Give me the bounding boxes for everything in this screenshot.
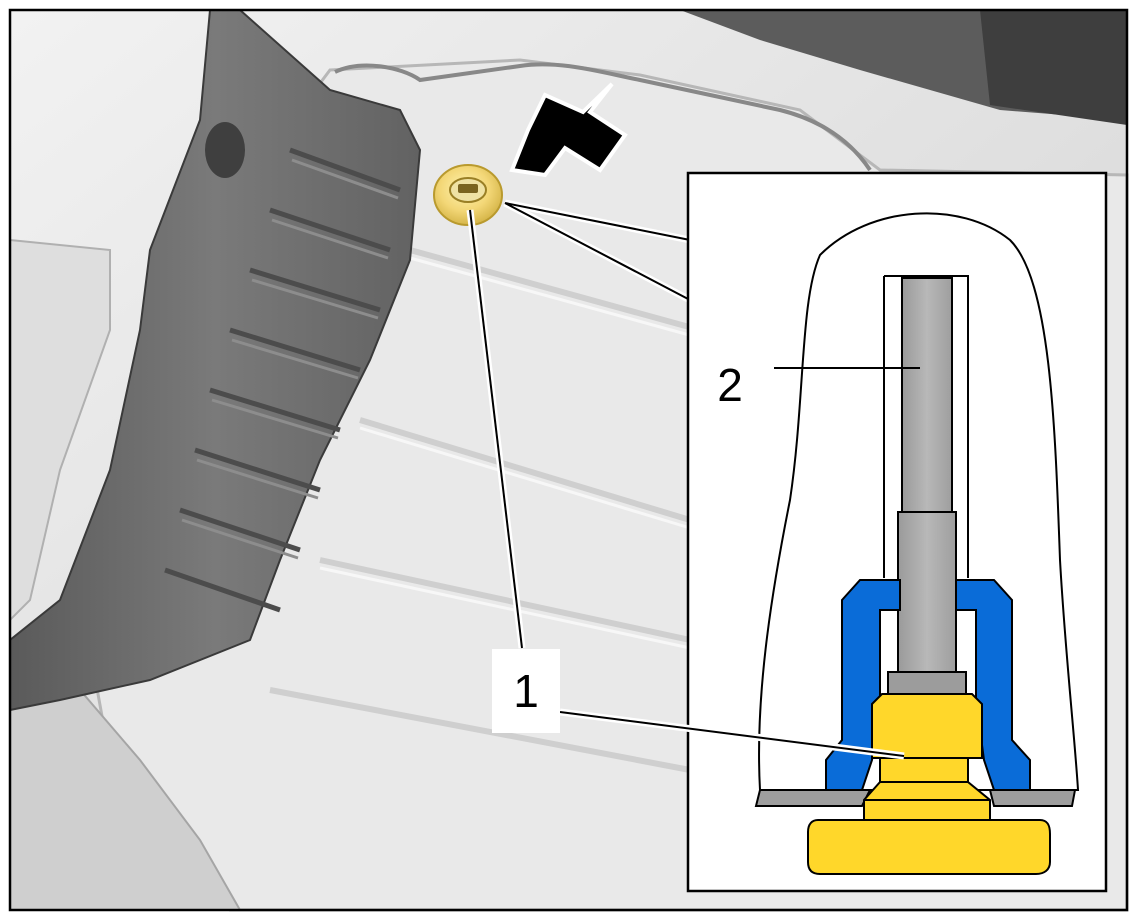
exhaust-pipe-end bbox=[980, 10, 1127, 125]
pan-flange bbox=[334, 62, 872, 172]
plug-flange bbox=[807, 819, 1051, 875]
heat-shield-rib-highlights bbox=[181, 158, 399, 560]
tool-shaft bbox=[901, 277, 953, 513]
drain-plug-socket bbox=[458, 184, 478, 193]
callout-2-label: 2 bbox=[708, 358, 752, 412]
pan-wall-right bbox=[988, 789, 1077, 807]
zoom-lines bbox=[504, 202, 691, 301]
heat-shield bbox=[9, 9, 422, 712]
callout-2-text: 2 bbox=[717, 359, 743, 411]
pan-ribs bbox=[269, 247, 701, 773]
callout-1-label: 1 bbox=[492, 649, 560, 733]
heat-shield-ribs bbox=[164, 147, 401, 613]
tool-sleeve-right bbox=[884, 275, 969, 578]
detail-outline bbox=[758, 212, 1080, 791]
arrow-down-left-icon bbox=[509, 82, 628, 178]
tool-shaft-lower bbox=[897, 511, 957, 673]
leader-1-to-pan bbox=[469, 209, 523, 649]
callout-1-text: 1 bbox=[513, 665, 539, 717]
pan-rib-highlights bbox=[319, 256, 701, 650]
detail-inset bbox=[754, 212, 1080, 875]
pan-wall-left bbox=[754, 789, 872, 807]
leader-1-to-inset bbox=[559, 711, 905, 757]
shield-bolt-hole bbox=[205, 122, 245, 178]
tool-shaft-tip bbox=[887, 671, 967, 695]
figure-border bbox=[8, 8, 1129, 912]
